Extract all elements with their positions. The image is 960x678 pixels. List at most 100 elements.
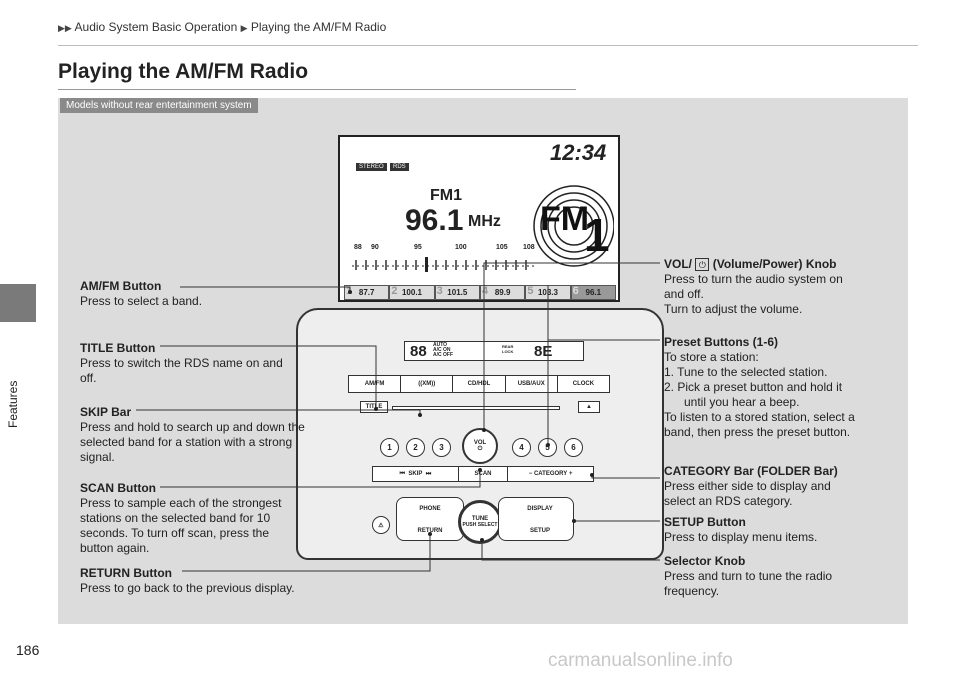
eject-button[interactable]: ▲ [578,401,600,413]
callout-title: CATEGORY Bar (FOLDER Bar) [664,464,838,478]
callout-title: Preset Buttons (1-6) [664,335,779,349]
callout-body: stations on the selected band for 10 [80,511,271,525]
am-fm-button[interactable]: AM/FM [349,376,402,392]
scale-label: 108 [523,244,535,251]
return-button[interactable]: RETURN [417,528,443,534]
header-divider [58,45,918,46]
fm-big-number: 1 [584,209,610,261]
callout-body: frequency. [664,584,720,598]
callout-step: until you hear a beep. [684,395,800,409]
callout-body: select an RDS category. [664,494,793,508]
callout-body: and off. [664,287,704,301]
power-icon: ⏻ [695,258,710,271]
clock-button[interactable]: CLOCK [572,381,595,387]
callout-title: TITLE Button [80,341,156,355]
disc-slot [392,406,560,410]
callout-title: SETUP Button [664,515,746,529]
scale-label: 95 [414,244,422,251]
callout-step: 2. Pick a preset button and hold it [664,380,843,394]
frequency-unit: MHz [468,213,501,230]
skip-bar[interactable]: ⏮ SKIP ⏭ [373,467,459,481]
callout-return: RETURN Button Press to go back to the pr… [80,566,340,596]
preset-button-1[interactable]: 1 [380,438,399,457]
audio-display-screen [338,135,620,302]
preset-button-4[interactable]: 4 [512,438,531,457]
climate-lcd [404,341,584,361]
callout-title: (Volume/Power) Knob [712,257,837,271]
callout-title: SKIP Bar [80,405,132,419]
xm-button[interactable]: ((XM)) [401,376,454,392]
breadcrumb-section[interactable]: Audio System Basic Operation [74,20,238,34]
callout-am-fm: AM/FM Button Press to select a band. [80,279,310,309]
callout-volume: VOL/ ⏻ (Volume/Power) Knob Press to turn… [664,257,894,317]
preset-button-2[interactable]: 2 [406,438,425,457]
section-tag: Models without rear entertainment system [60,98,258,113]
breadcrumb: ▶▶ Audio System Basic Operation ▶ Playin… [58,20,386,34]
callout-title: Selector Knob [664,554,746,568]
power-icon: ⏻ [477,445,483,452]
callout-body: Press to display menu items. [664,530,818,544]
scan-button[interactable]: SCAN [459,467,509,481]
scale-label: 105 [496,244,508,251]
frequency-scale-ticks [352,257,534,272]
usb-aux-button[interactable]: USB/AUX [506,376,558,392]
page-title: Playing the AM/FM Radio [58,60,309,83]
phone-button[interactable]: PHONE [419,506,441,512]
chapter-tab[interactable] [0,284,36,322]
display-button[interactable]: DISPLAY [527,506,553,512]
callout-preset: Preset Buttons (1-6) To store a station:… [664,335,904,440]
callout-body: To store a station: [664,350,759,364]
callout-body: Turn to adjust the volume. [664,302,803,316]
hazard-icon[interactable]: ⚠ [372,516,390,534]
preset-button-6[interactable]: 6 [564,438,583,457]
temp-digits: 88 [410,343,427,360]
page-number: 186 [16,642,40,658]
fm-big-label: FM [540,200,590,238]
callout-title: AM/FM Button [80,279,162,293]
callout-body: button again. [80,541,150,555]
breadcrumb-arrow-icon: ▶▶ [58,23,72,33]
callout-body: Press to switch the RDS name on and [80,356,283,370]
clock-display: 12:34 [550,140,607,165]
callout-body: Press to go back to the previous display… [80,581,295,595]
preset-button-5[interactable]: 5 [538,438,557,457]
setup-button[interactable]: SETUP [529,528,550,534]
callout-title: SCAN Button [80,481,156,495]
source-button-row: AM/FM ((XM)) CD/HDL USB/AUX CLOCK [348,375,610,393]
callout-body: Press and hold to search up and down the [80,420,305,434]
callout-category: CATEGORY Bar (FOLDER Bar) Press either s… [664,464,904,509]
callout-body: band, then press the preset button. [664,425,851,439]
fm-band-graphic [533,185,614,267]
volume-power-knob[interactable]: VOL⏻ [462,428,498,464]
skip-scan-category-bar: ⏮ SKIP ⏭ SCAN − CATEGORY + [372,466,594,482]
callout-step: 1. Tune to the selected station. [664,365,828,379]
scale-label: 100 [455,244,467,251]
scale-label: 88 [354,244,362,251]
watermark: carmanualsonline.info [548,650,733,671]
frequency-display: 96.1 [405,204,464,237]
callout-body: seconds. To turn off scan, press the [80,526,269,540]
category-bar[interactable]: − CATEGORY + [528,471,573,477]
callout-setup: SETUP Button Press to display menu items… [664,515,904,545]
display-setup-panel [498,497,574,541]
breadcrumb-arrow-icon: ▶ [240,23,248,33]
title-divider [58,89,576,90]
band-display: FM1 [430,187,462,204]
stereo-indicator: STEREO [356,163,387,171]
preset-button-3[interactable]: 3 [432,438,451,457]
callout-title-button: TITLE Button Press to switch the RDS nam… [80,341,320,386]
callout-body: Press either side to display and [664,479,831,493]
cd-hdd-button[interactable]: CD/HDL [453,376,506,392]
breadcrumb-page[interactable]: Playing the AM/FM Radio [250,20,387,34]
callout-body: Press to sample each of the strongest [80,496,282,510]
callout-body: To listen to a stored station, select a [664,410,855,424]
callout-body: signal. [80,450,115,464]
callout-body: Press to select a band. [80,294,203,308]
